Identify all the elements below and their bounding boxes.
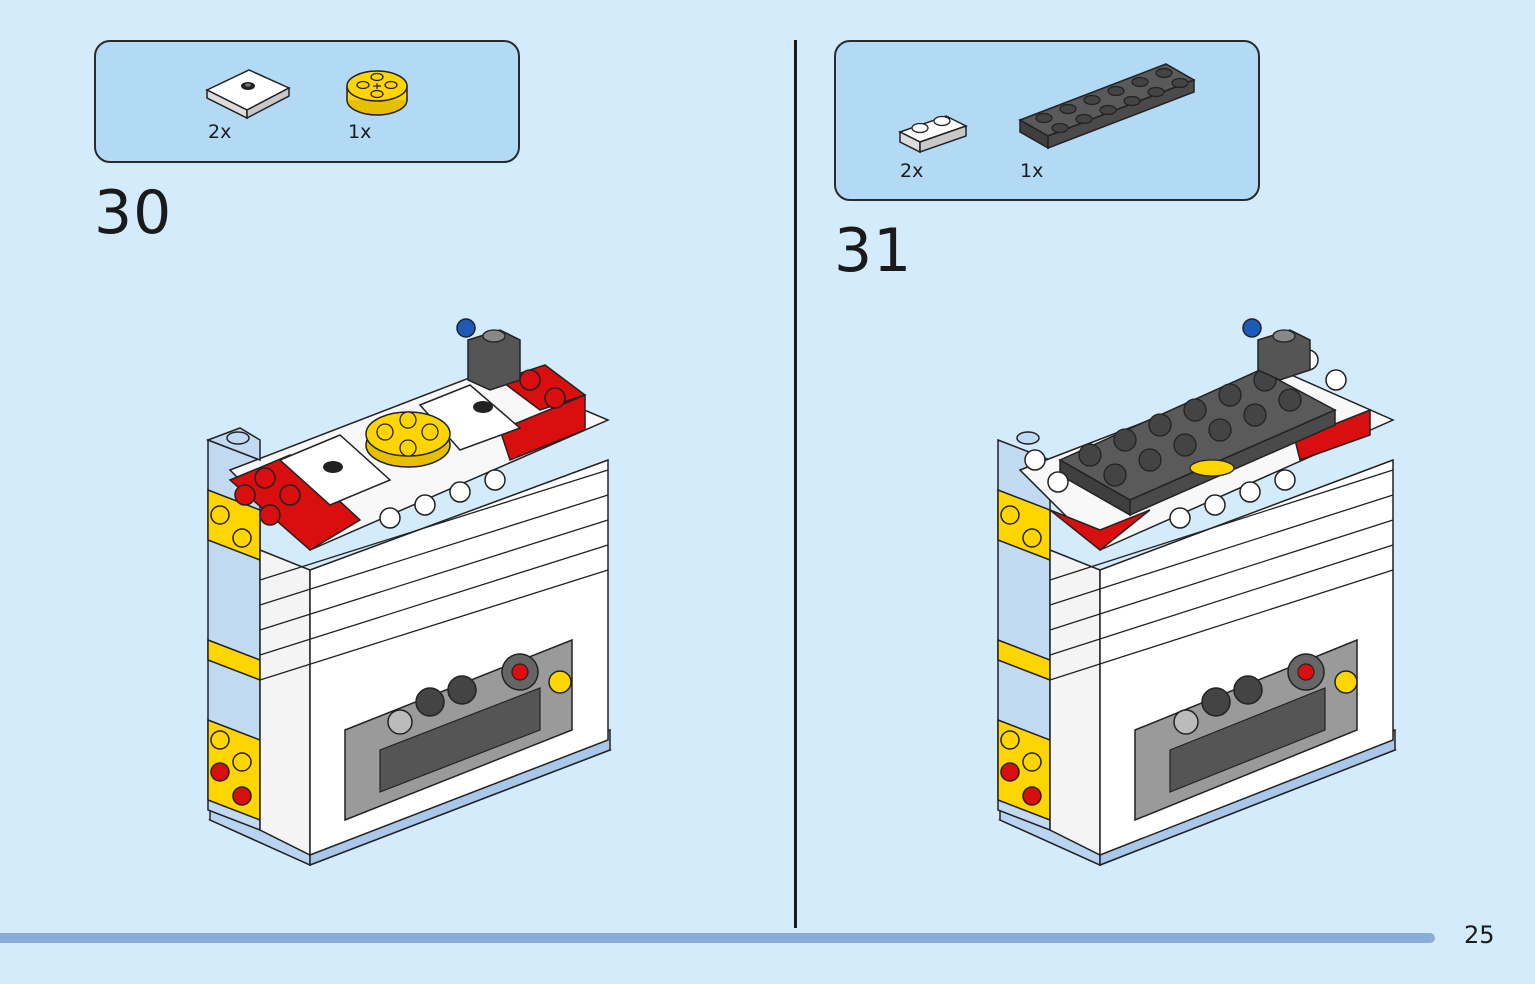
step-30-model-illustration bbox=[205, 318, 613, 867]
page-divider bbox=[794, 40, 797, 928]
yellow-round-plate-icon bbox=[346, 70, 408, 116]
white-plate-1x2-icon bbox=[898, 115, 968, 154]
dark-gray-plate-2x6-icon bbox=[1018, 63, 1196, 150]
step-30-parts-box bbox=[94, 40, 520, 163]
step-30-part-2-qty: 1x bbox=[348, 121, 372, 143]
step-30-number: 30 bbox=[94, 178, 173, 248]
bottom-progress-bar bbox=[0, 933, 1435, 943]
step-31-part-2-qty: 1x bbox=[1020, 160, 1044, 182]
step-31-parts-box bbox=[834, 40, 1260, 201]
white-round-plate-tile-icon bbox=[205, 69, 291, 120]
page-number: 25 bbox=[1464, 921, 1495, 949]
step-31-number: 31 bbox=[834, 216, 913, 286]
step-30-part-1-qty: 2x bbox=[208, 121, 232, 143]
step-31-part-1-qty: 2x bbox=[900, 160, 924, 182]
step-31-model-illustration bbox=[997, 318, 1398, 867]
